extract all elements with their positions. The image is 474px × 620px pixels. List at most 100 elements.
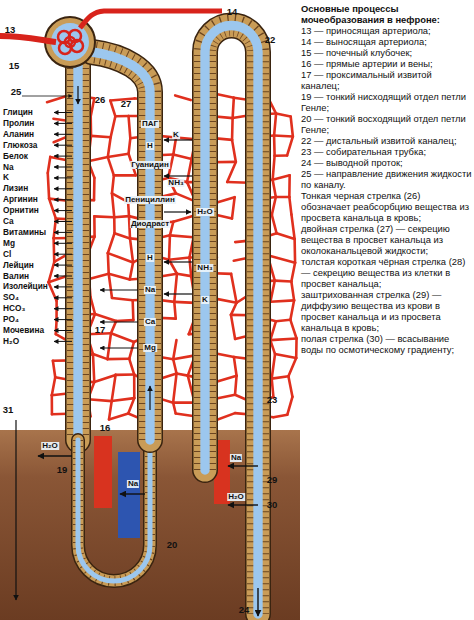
- capillary: [48, 173, 49, 199]
- capillary: [270, 321, 276, 340]
- callout-number: 14: [227, 7, 238, 17]
- transport-arrow: [164, 211, 191, 212]
- capillary: [90, 297, 95, 314]
- capillary: [108, 137, 111, 157]
- substance-label: H₂O: [196, 208, 214, 216]
- capillary: [272, 354, 275, 379]
- substance-label: Na: [230, 454, 242, 462]
- capillary: [231, 118, 234, 140]
- capillary: [234, 357, 237, 376]
- capillary: [109, 274, 130, 280]
- capillary: [291, 116, 293, 136]
- transport-arrow: [228, 504, 258, 505]
- transport-arrow: [164, 139, 192, 140]
- tubule-layer: [92, 52, 150, 440]
- capillary: [112, 298, 133, 300]
- capillary: [111, 321, 116, 333]
- capillary: [231, 303, 237, 315]
- capillary: [288, 376, 292, 397]
- transport-arrow: [54, 330, 72, 331]
- capillary: [276, 196, 290, 199]
- capillary: [91, 136, 111, 137]
- capillary: [291, 263, 295, 282]
- capillary: [275, 154, 287, 157]
- transport-arrow: [22, 96, 72, 97]
- capillary: [173, 401, 195, 404]
- capillary: [216, 354, 234, 358]
- substance-label: Cl: [3, 250, 11, 258]
- arrows: [16, 86, 258, 616]
- capillary: [187, 159, 192, 182]
- proximal-tubule: [78, 62, 79, 440]
- capillary: [173, 154, 191, 158]
- transport-arrow: [54, 286, 72, 287]
- capillary: [130, 238, 133, 262]
- capillary: [231, 315, 235, 339]
- substance-label: K: [172, 131, 180, 139]
- tubule-layer: [205, 26, 258, 615]
- capillary: [94, 375, 115, 382]
- transport-arrow: [54, 210, 72, 211]
- transport-arrow: [54, 167, 72, 168]
- substance-label: H: [146, 142, 154, 150]
- callout-number: 30: [267, 500, 278, 510]
- transport-arrow: [54, 276, 72, 277]
- substance-label: Лейцин: [3, 261, 34, 269]
- substance-label: NH₃: [196, 264, 213, 272]
- capillary: [129, 138, 131, 153]
- capillary: [276, 320, 290, 321]
- tubule-layer: [78, 440, 150, 581]
- capillary: [290, 300, 294, 319]
- substance-label: H₂O: [227, 493, 245, 501]
- key-entry: 16 — прямые артерии и вены;: [301, 58, 472, 69]
- transport-arrow: [15, 420, 16, 600]
- capillary: [270, 281, 274, 302]
- substance-label: Глицин: [3, 108, 33, 116]
- tubule-layer: [78, 440, 150, 581]
- transport-arrow: [54, 134, 72, 135]
- substance-label: H: [146, 254, 154, 262]
- transport-arrow: [149, 386, 150, 410]
- capillary: [273, 415, 287, 418]
- transport-arrow: [54, 341, 72, 342]
- substance-label: H₂O: [3, 337, 19, 345]
- capillary: [130, 262, 133, 279]
- substance-label: Аргинин: [3, 195, 38, 203]
- capillary: [272, 197, 276, 215]
- transport-arrow: [100, 348, 138, 349]
- capillary: [129, 342, 134, 359]
- capillary-loop: [65, 37, 75, 47]
- capillary: [233, 98, 234, 118]
- capillary: [116, 373, 135, 376]
- capillary: [108, 157, 114, 175]
- capillary: [49, 262, 55, 282]
- capillary: [89, 274, 109, 279]
- substance-label: K: [201, 296, 209, 304]
- capillary: [232, 197, 235, 218]
- callout-number: 17: [95, 325, 106, 335]
- capillary: [93, 354, 94, 382]
- capillary: [93, 354, 107, 359]
- substance-label: Мочевина: [3, 326, 44, 334]
- capillary: [268, 255, 295, 262]
- callout-number: 31: [3, 405, 14, 415]
- capillary: [275, 354, 296, 358]
- capillary: [112, 398, 135, 401]
- henle-loop: [78, 440, 150, 581]
- capillary: [173, 374, 176, 403]
- capillary: [131, 300, 134, 320]
- capillary: [173, 340, 176, 359]
- capillary: [169, 258, 189, 260]
- capillary: [91, 98, 95, 116]
- callout-number: 20: [167, 540, 178, 550]
- key-entry: заштрихованная стрелка (29) — диффузию в…: [301, 289, 472, 333]
- capillary: [108, 154, 129, 157]
- transport-arrow: [120, 493, 145, 494]
- substance-label: NH₃: [167, 179, 184, 187]
- capillary: [51, 395, 54, 414]
- substance-label: Орнитин: [3, 206, 39, 214]
- capillary: [170, 235, 194, 237]
- capillary: [276, 114, 291, 117]
- capillary: [295, 338, 298, 358]
- transport-arrow: [54, 188, 72, 189]
